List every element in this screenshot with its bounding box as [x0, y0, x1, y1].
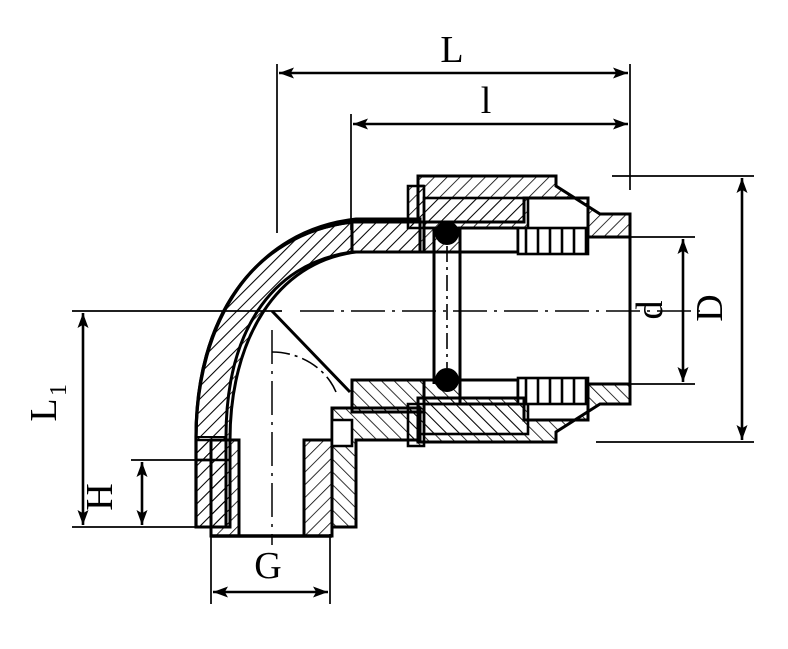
nut-skirt-detail: [554, 176, 630, 442]
lug-pocket: [330, 418, 354, 448]
dimension-label-d: d: [629, 301, 671, 320]
elbow-miter-line: [270, 309, 352, 394]
centerlines-group: [271, 310, 700, 545]
o-ring-upper: [435, 221, 459, 245]
dimension-lines-group: [77, 67, 748, 598]
male-thread-spigot: [209, 438, 334, 538]
thread-crest-lines-upper: [524, 228, 588, 254]
dimension-label-l: l: [481, 80, 492, 122]
thread-crest-lines-lower: [524, 378, 588, 404]
spigot-wall-left: [209, 438, 241, 538]
nut-thread-profile: [516, 226, 590, 406]
thread-band-upper: [516, 226, 590, 256]
dimension-label-L: L: [440, 29, 463, 71]
dimension-labels-group: L l D d L 1 H G: [23, 29, 731, 587]
dimension-label-L1: L: [23, 398, 65, 421]
dimension-label-G: G: [254, 545, 281, 587]
dimension-label-H: H: [79, 483, 121, 510]
grip-ring-upper: [458, 226, 520, 254]
elbow-shoulder-left: [194, 438, 230, 462]
elbow-bore-arc: [271, 351, 337, 393]
o-ring-group: [435, 221, 459, 392]
seal-chamber-walls: [432, 228, 462, 384]
seal-chamber: [432, 228, 462, 384]
dimension-label-D: D: [689, 294, 731, 321]
dimension-label-L1-subscript: 1: [46, 384, 72, 396]
nut-collar-step: [418, 184, 424, 436]
spigot-wall-right: [302, 438, 334, 538]
o-ring-lower: [435, 368, 459, 392]
dimension-label-L1-group: L 1: [23, 384, 72, 422]
elbow-lug: [330, 418, 354, 448]
shoulder-step-left: [194, 438, 213, 462]
thread-band-lower: [516, 376, 590, 406]
